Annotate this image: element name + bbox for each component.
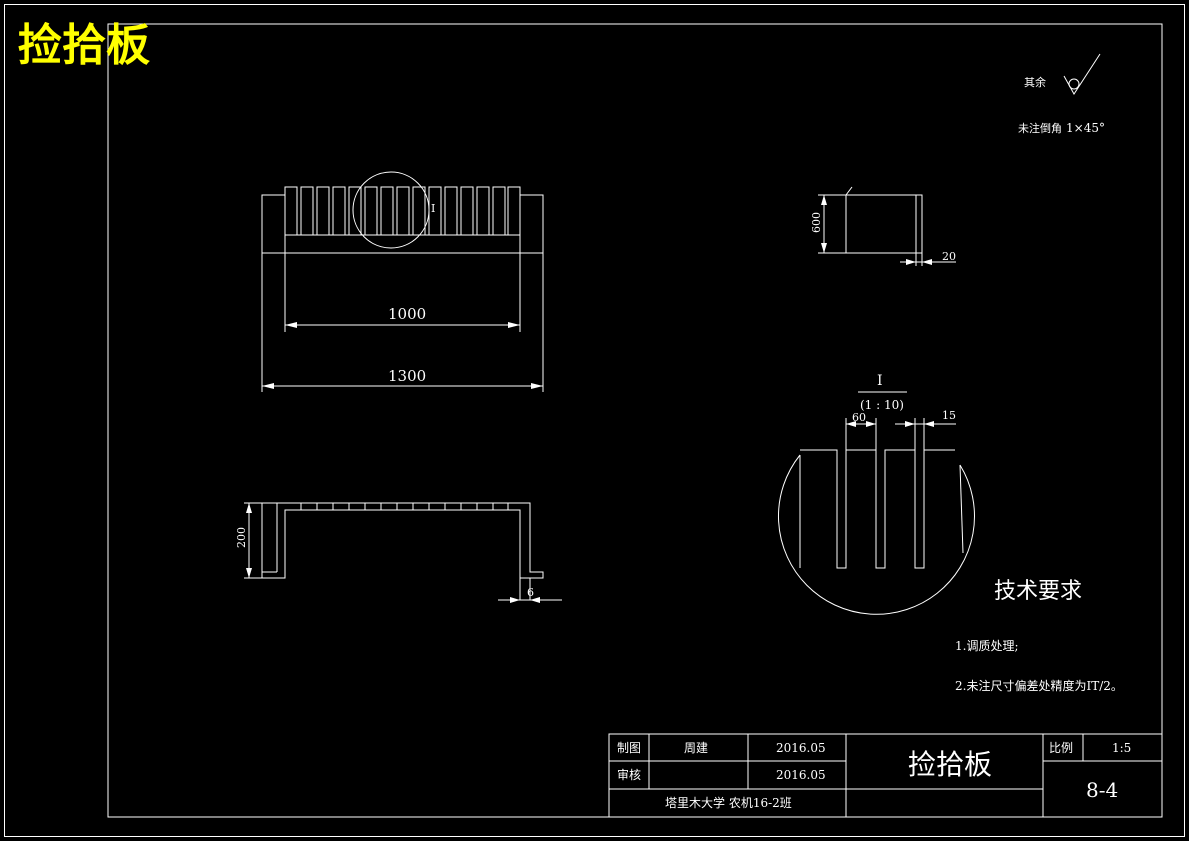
dim-200: 200 — [235, 527, 248, 548]
scale-value: 1:5 — [1112, 741, 1131, 755]
drawn-by: 周建 — [684, 741, 708, 755]
organization: 塔里木大学 农机16-2班 — [665, 795, 792, 810]
dim-1300: 1300 — [388, 367, 426, 385]
detail-boundary — [777, 454, 975, 615]
tech-requirement-item: 1.调质处理; — [955, 639, 1019, 653]
part-name: 捡拾板 — [908, 748, 992, 781]
drawn-label: 制图 — [617, 741, 641, 755]
detail-view — [777, 418, 975, 615]
detail-circle — [352, 171, 430, 249]
title-block — [608, 733, 1163, 818]
drawing-frame — [107, 23, 1163, 818]
checked-date: 2016.05 — [776, 768, 826, 782]
dim-60: 60 — [852, 411, 866, 424]
surface-finish-note: 其余 — [1024, 53, 1101, 95]
tech-requirements: 技术要求 1.调质处理; 2.未注尺寸偏差处精度为IT/2。 — [955, 579, 1123, 693]
tech-requirement-item: 2.未注尺寸偏差处精度为IT/2。 — [955, 678, 1123, 693]
side-view — [818, 186, 956, 266]
bottom-view-slots — [300, 503, 509, 510]
side-view-plate — [845, 194, 923, 254]
front-view-teeth — [284, 186, 521, 253]
detail-view-label: I — [877, 373, 883, 389]
roughness-symbol-icon — [1063, 53, 1101, 95]
drawn-date: 2016.05 — [776, 741, 826, 755]
front-view-right-end — [519, 194, 544, 254]
sheet-outer-border — [4, 4, 1185, 837]
detail-view-scale: (1 : 10) — [860, 398, 904, 412]
dim-1000: 1000 — [388, 305, 426, 323]
drawing-number: 8-4 — [1086, 778, 1118, 802]
dim-20: 20 — [942, 250, 956, 263]
chamfer-label: 未注倒角 — [1018, 121, 1062, 135]
scale-label: 比例 — [1049, 741, 1073, 755]
dim-6: 6 — [527, 586, 534, 599]
dim-600: 600 — [810, 212, 823, 233]
front-view: I — [261, 171, 544, 392]
chamfer-note: 未注倒角 1×45° — [1018, 121, 1105, 135]
tech-requirements-heading: 技术要求 — [994, 579, 1082, 604]
front-view-left-end — [261, 194, 286, 254]
checked-label: 审核 — [617, 767, 641, 782]
surface-finish-label: 其余 — [1024, 75, 1046, 89]
chamfer-value: 1×45° — [1066, 121, 1105, 135]
page-title: 捡拾板 — [18, 20, 150, 71]
detail-marker: I — [431, 202, 435, 215]
dim-15: 15 — [942, 409, 956, 422]
bottom-view — [244, 502, 562, 603]
